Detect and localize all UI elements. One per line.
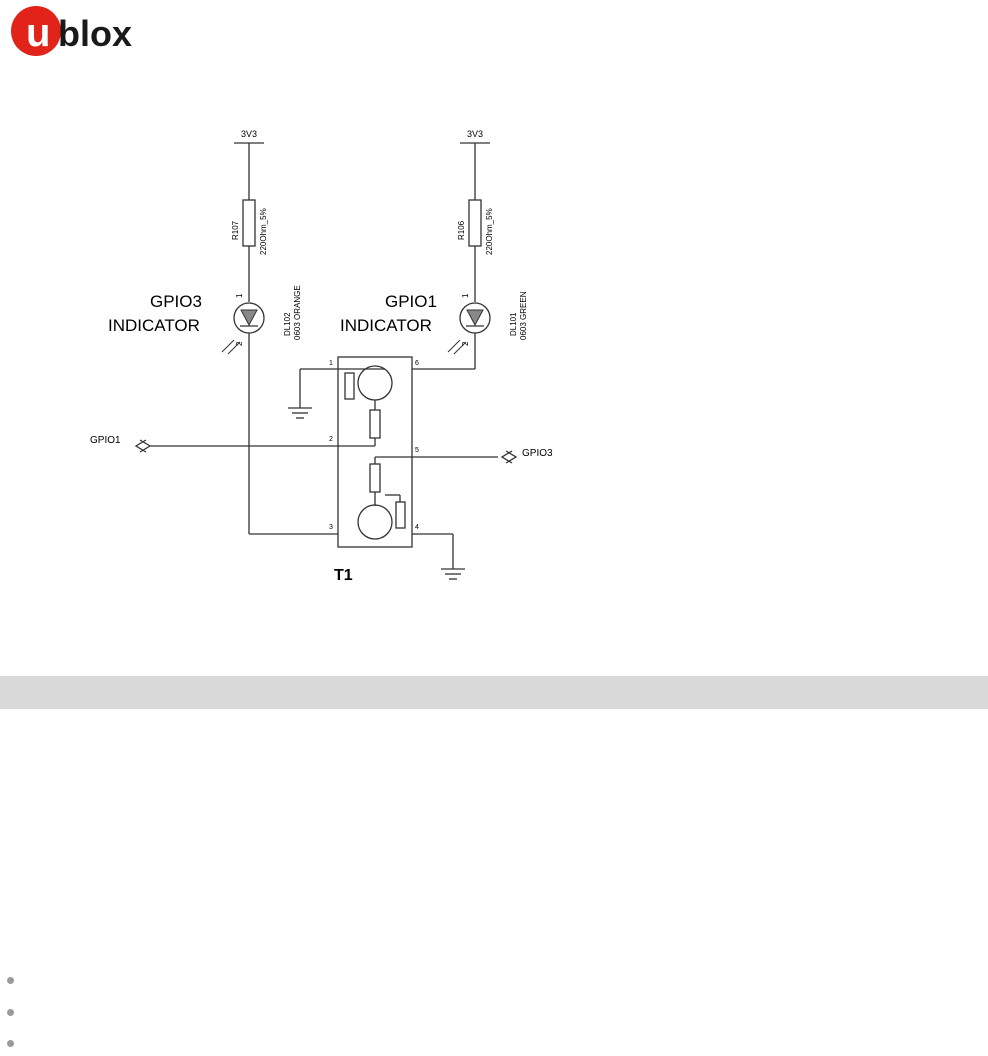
gpio1-indicator-label-1: GPIO1 bbox=[385, 292, 437, 311]
led-left-pin2: 2 bbox=[235, 341, 244, 346]
led-left-value: 0603 ORANGE bbox=[293, 285, 302, 340]
t1-pin2: 2 bbox=[329, 436, 333, 443]
led-right-pin1: 1 bbox=[461, 293, 470, 298]
t1-pin5: 5 bbox=[415, 447, 419, 454]
led-indicator-schematic: 3V3 3V3 R107 220Ohm_5% R106 220Ohm_5% 1 … bbox=[0, 0, 988, 660]
t1-package bbox=[338, 357, 412, 547]
r107-value: 220Ohm_5% bbox=[259, 208, 268, 255]
net-gpio3: GPIO3 bbox=[522, 448, 553, 459]
r106-value: 220Ohm_5% bbox=[485, 208, 494, 255]
r107-ref: R107 bbox=[231, 220, 240, 240]
led-left-pin1: 1 bbox=[235, 293, 244, 298]
led-right-pin2: 2 bbox=[461, 341, 470, 346]
section-header-bar bbox=[0, 676, 988, 709]
net-gpio1: GPIO1 bbox=[90, 435, 121, 446]
led-right-value: 0603 GREEN bbox=[519, 291, 528, 340]
list-bullet bbox=[7, 1040, 14, 1047]
list-bullet bbox=[7, 1009, 14, 1016]
t1-pin1: 1 bbox=[329, 360, 333, 367]
t1-pin6: 6 bbox=[415, 360, 419, 367]
t1-ref: T1 bbox=[334, 567, 353, 584]
t1-pin4: 4 bbox=[415, 524, 419, 531]
gpio3-indicator-label-1: GPIO3 bbox=[150, 292, 202, 311]
gpio3-indicator-label-2: INDICATOR bbox=[108, 316, 200, 335]
led-left-ref: DL102 bbox=[283, 312, 292, 336]
t1-pin3: 3 bbox=[329, 524, 333, 531]
r106-ref: R106 bbox=[457, 220, 466, 240]
list-bullet bbox=[7, 977, 14, 984]
supply-label-left: 3V3 bbox=[241, 129, 257, 139]
supply-label-right: 3V3 bbox=[467, 129, 483, 139]
gpio1-indicator-label-2: INDICATOR bbox=[340, 316, 432, 335]
led-right-ref: DL101 bbox=[509, 312, 518, 336]
